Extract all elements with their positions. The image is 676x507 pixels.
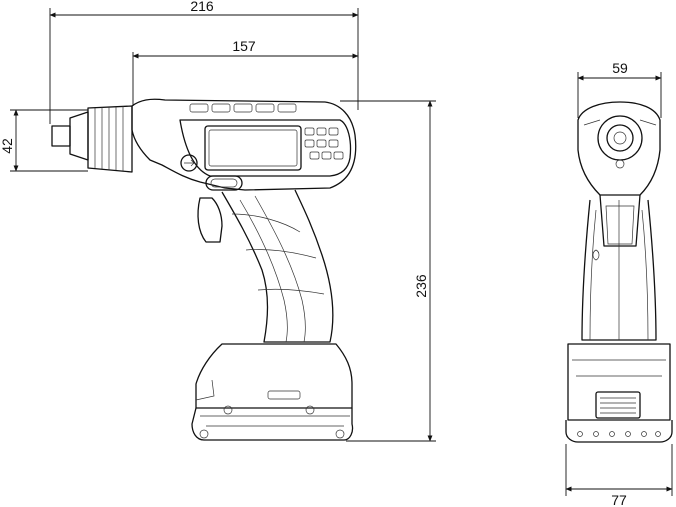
side-view-drawing	[51, 98, 357, 441]
dimension-59-label: 59	[612, 60, 628, 76]
dimension-236-label: 236	[413, 274, 429, 298]
dimension-236	[340, 100, 436, 442]
dimension-157-label: 157	[232, 38, 256, 54]
dimension-216	[49, 8, 359, 124]
dimension-42	[10, 109, 88, 172]
dimension-42-label: 42	[0, 138, 15, 154]
dimension-77	[565, 444, 673, 496]
front-view-drawing	[565, 101, 673, 443]
dimension-77-label: 77	[611, 492, 627, 507]
dimension-157	[132, 52, 359, 106]
dimension-216-label: 216	[190, 0, 214, 14]
dimension-59	[577, 72, 662, 118]
